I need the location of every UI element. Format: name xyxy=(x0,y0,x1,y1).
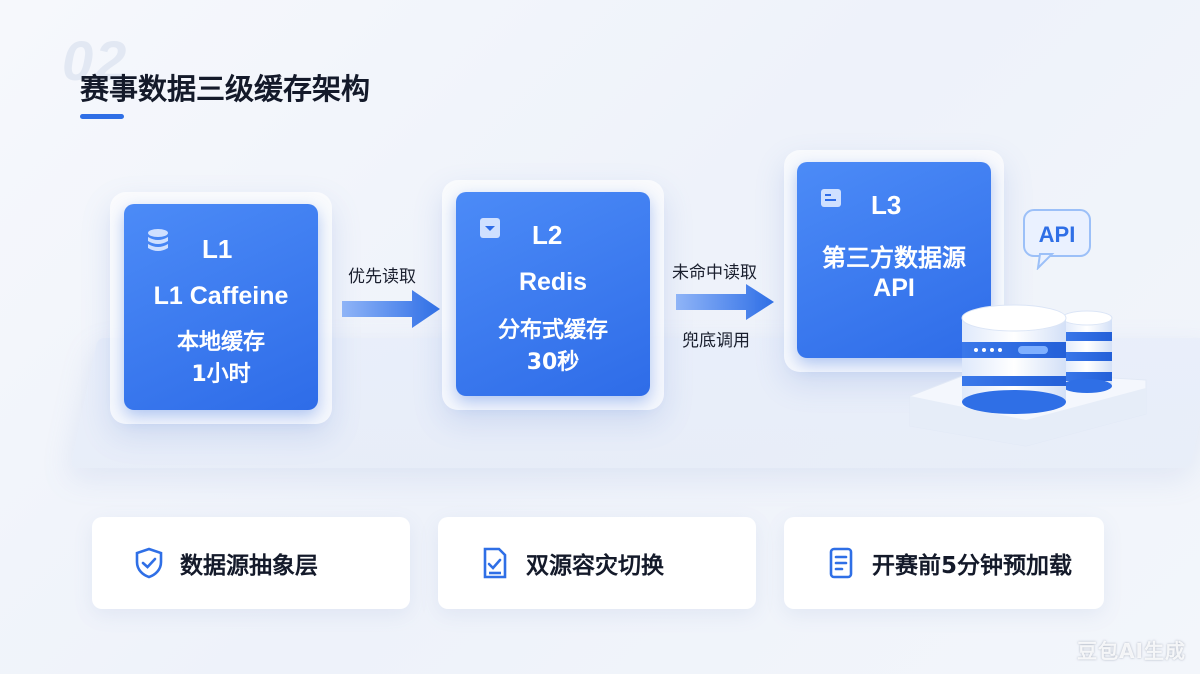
tier-desc: 本地缓存 xyxy=(176,330,265,355)
feature-label: 数据源抽象层 xyxy=(180,553,318,579)
title-underline xyxy=(80,114,124,119)
api-bubble-text: API xyxy=(1038,222,1076,247)
tier-level: L3 xyxy=(871,190,902,220)
tier-level: L2 xyxy=(532,220,563,250)
tier-ttl: 1小时 xyxy=(191,362,251,387)
tier-l1-card: L1 L1 Caffeine 本地缓存 1小时 xyxy=(124,204,318,410)
tier-name: Redis xyxy=(518,268,588,296)
tier-name: 第三方数据源 xyxy=(822,244,966,272)
page-title: 赛事数据三级缓存架构 xyxy=(80,72,371,106)
tier-ttl: 30秒 xyxy=(526,350,580,375)
tier-desc: 分布式缓存 xyxy=(497,318,608,343)
server-stack-icon xyxy=(909,304,1147,447)
feature-card: 开赛前5分钟预加载 xyxy=(784,517,1104,609)
feature-card: 数据源抽象层 xyxy=(92,517,410,609)
tier-name: L1 Caffeine xyxy=(153,282,289,310)
arrow-right-icon xyxy=(342,290,440,328)
feature-label: 双源容灾切换 xyxy=(526,553,664,579)
tier-l2-card: L2 Redis 分布式缓存 30秒 xyxy=(456,192,650,396)
document-card-icon xyxy=(817,184,845,212)
feature-label: 开赛前5分钟预加载 xyxy=(872,553,1073,579)
checklist-icon xyxy=(478,546,512,580)
document-list-icon xyxy=(824,546,858,580)
tier-l3-card: L3 第三方数据源 API xyxy=(797,162,991,358)
arrow-right-icon xyxy=(676,284,774,320)
arrow-label-priority-read: 优先读取 xyxy=(348,267,416,287)
dropdown-box-icon xyxy=(476,214,504,242)
database-stack-icon xyxy=(144,226,172,254)
tier-desc: API xyxy=(873,274,915,302)
shield-check-icon xyxy=(132,546,166,580)
tier-level: L1 xyxy=(202,234,233,264)
section-number: 02 xyxy=(62,29,129,92)
api-bubble-icon: API xyxy=(1022,208,1092,270)
arrow-label-miss-read: 未命中读取 xyxy=(672,263,757,283)
watermark: 豆包AI生成 xyxy=(1077,639,1186,663)
feature-card: 双源容灾切换 xyxy=(438,517,756,609)
arrow-label-fallback: 兜底调用 xyxy=(682,331,750,351)
